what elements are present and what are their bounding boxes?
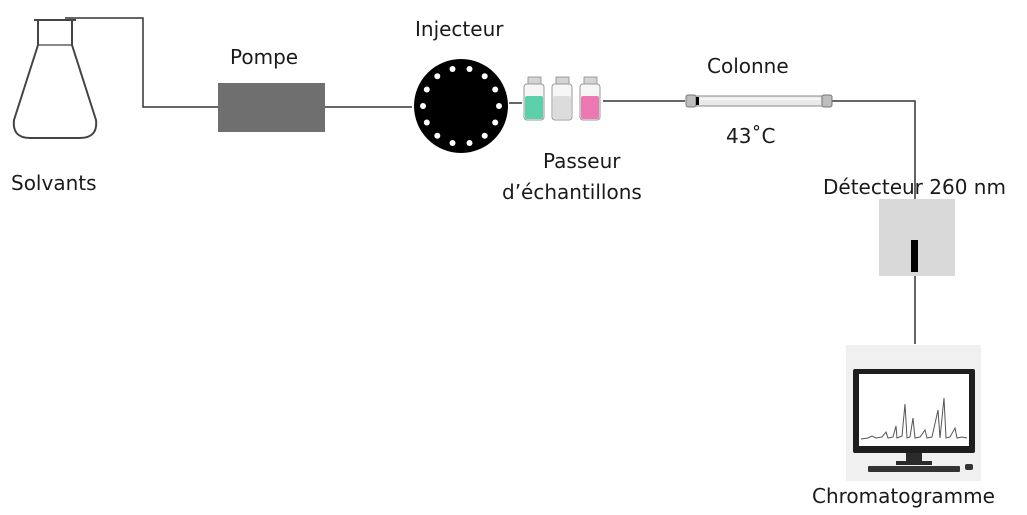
injector-port [420, 103, 426, 109]
label-injecteur: Injecteur [415, 17, 504, 41]
injector-port [481, 73, 488, 80]
chromatogram-trace [860, 397, 968, 440]
injector-port [423, 119, 430, 126]
injector-port [481, 132, 488, 139]
injector-port [449, 66, 456, 72]
vial-pink [579, 76, 601, 121]
tubing [65, 17, 916, 344]
vial-green [523, 76, 545, 121]
detector-box [879, 199, 955, 276]
label-solvants: Solvants [11, 171, 97, 195]
label-detecteur: Détecteur 260 nm [823, 175, 1006, 199]
label-passeur-line2: d’échantillons [502, 180, 642, 204]
label-temperature: 43˚C [726, 124, 776, 148]
pump-block [218, 83, 325, 132]
injector-port [434, 132, 441, 139]
tube-column-to-detector [832, 100, 916, 200]
label-chromatogramme: Chromatogramme [812, 484, 995, 508]
tube-flask-to-pump [65, 17, 218, 108]
vial-clear [551, 76, 573, 121]
injector-wheel [414, 59, 508, 153]
flask-icon [12, 19, 98, 139]
computer-icon [846, 345, 981, 481]
injector-port [492, 86, 499, 93]
label-passeur-line1: Passeur [543, 149, 621, 173]
injector-port [434, 73, 441, 80]
column-tube [685, 94, 833, 108]
injector-port [466, 66, 473, 72]
injector-port [492, 119, 499, 126]
label-colonne: Colonne [707, 54, 789, 78]
sampler-vials [523, 76, 601, 121]
label-pompe: Pompe [230, 45, 299, 69]
injector-port [423, 86, 430, 93]
injector-port [496, 103, 502, 109]
injector-port [466, 140, 473, 146]
injector-port [449, 140, 456, 146]
